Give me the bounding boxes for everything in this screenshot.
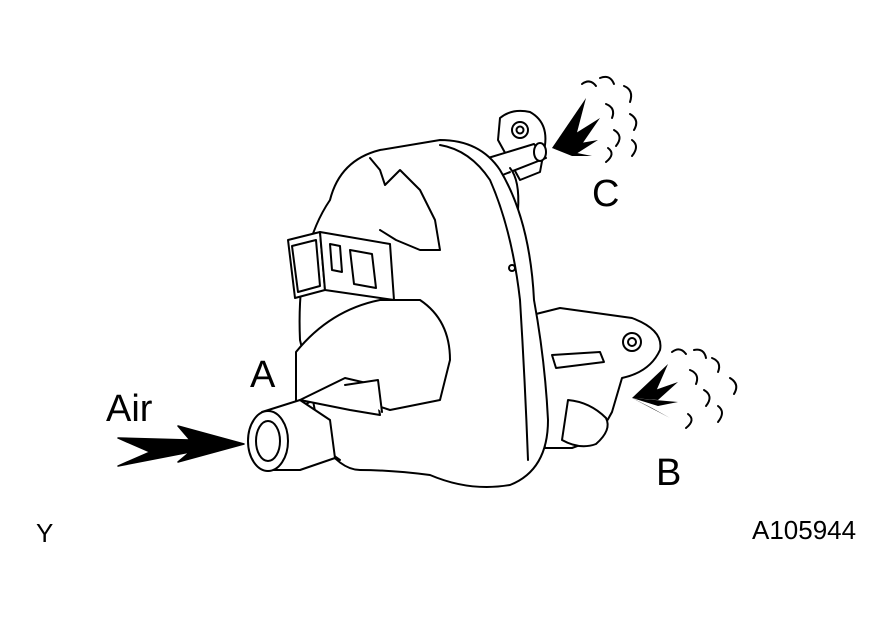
arrow-right-icon	[117, 425, 245, 467]
air-spray-icon	[552, 75, 638, 163]
figure-id: A105944	[752, 515, 857, 545]
port-a-tube	[247, 399, 336, 472]
port-c-label: C	[592, 173, 620, 215]
air-spray-icon	[632, 348, 738, 429]
port-a-label: A	[250, 354, 276, 396]
air-label: Air	[106, 388, 153, 430]
electrical-connector	[287, 231, 395, 301]
corner-mark: Y	[36, 518, 54, 548]
port-b-outlet	[561, 399, 609, 448]
port-c-tube	[487, 142, 547, 211]
port-b-label: B	[656, 452, 682, 494]
